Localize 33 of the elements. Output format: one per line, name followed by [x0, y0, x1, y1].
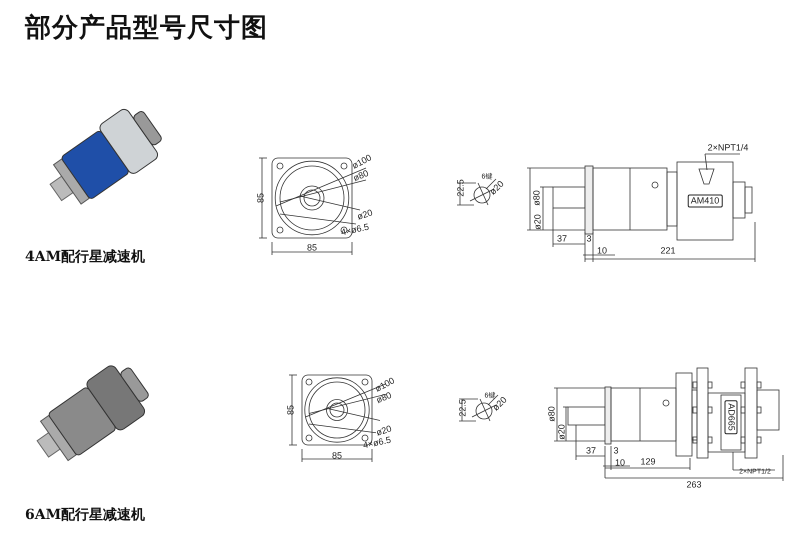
dimension-label: ø100 [350, 153, 374, 171]
dimension-label: ø80 [352, 168, 370, 184]
dimension-label: 221 [660, 246, 676, 256]
dimension-label: 3 [614, 446, 618, 456]
dimension-label: 4×ø6.5 [340, 222, 370, 238]
product-caption: 6AM配行星减速机 [25, 506, 146, 524]
dimension-label: 85 [286, 405, 296, 415]
dimension-label: 85 [332, 452, 342, 460]
dimension-label: ø80 [548, 406, 556, 422]
dimension-label: 22.5 [458, 399, 468, 417]
product-caption: 4AM配行星减速机 [25, 248, 146, 266]
dimension-label: 37 [557, 234, 567, 244]
page-title: 部分产品型号尺寸图 [25, 12, 268, 45]
dimension-label: ø20 [375, 424, 393, 438]
dimension-label: 4×ø6.5 [362, 436, 392, 450]
dimension-label: 3 [586, 234, 592, 244]
model-plate: AD665 [724, 400, 738, 434]
dimension-label: 85 [307, 244, 317, 252]
dimension-label: 37 [586, 446, 596, 456]
dimension-label: 129 [640, 458, 656, 466]
dimension-label: ø80 [375, 390, 393, 406]
dimension-label: ø20 [534, 214, 542, 230]
dimension-label: ø20 [488, 179, 506, 197]
dimension-label: 10 [597, 246, 607, 256]
dimension-label: ø20 [356, 208, 374, 222]
dimension-label: ø20 [558, 424, 566, 440]
dimension-label: ø80 [532, 190, 542, 206]
dimension-label: 22.5 [456, 179, 466, 197]
model-plate: AM410 [688, 194, 722, 208]
dimension-label: 85 [256, 193, 266, 203]
dimension-label: 263 [686, 480, 702, 490]
dimension-label: 10 [615, 458, 625, 468]
dimension-label: 2×NPT1/4 [708, 144, 748, 152]
